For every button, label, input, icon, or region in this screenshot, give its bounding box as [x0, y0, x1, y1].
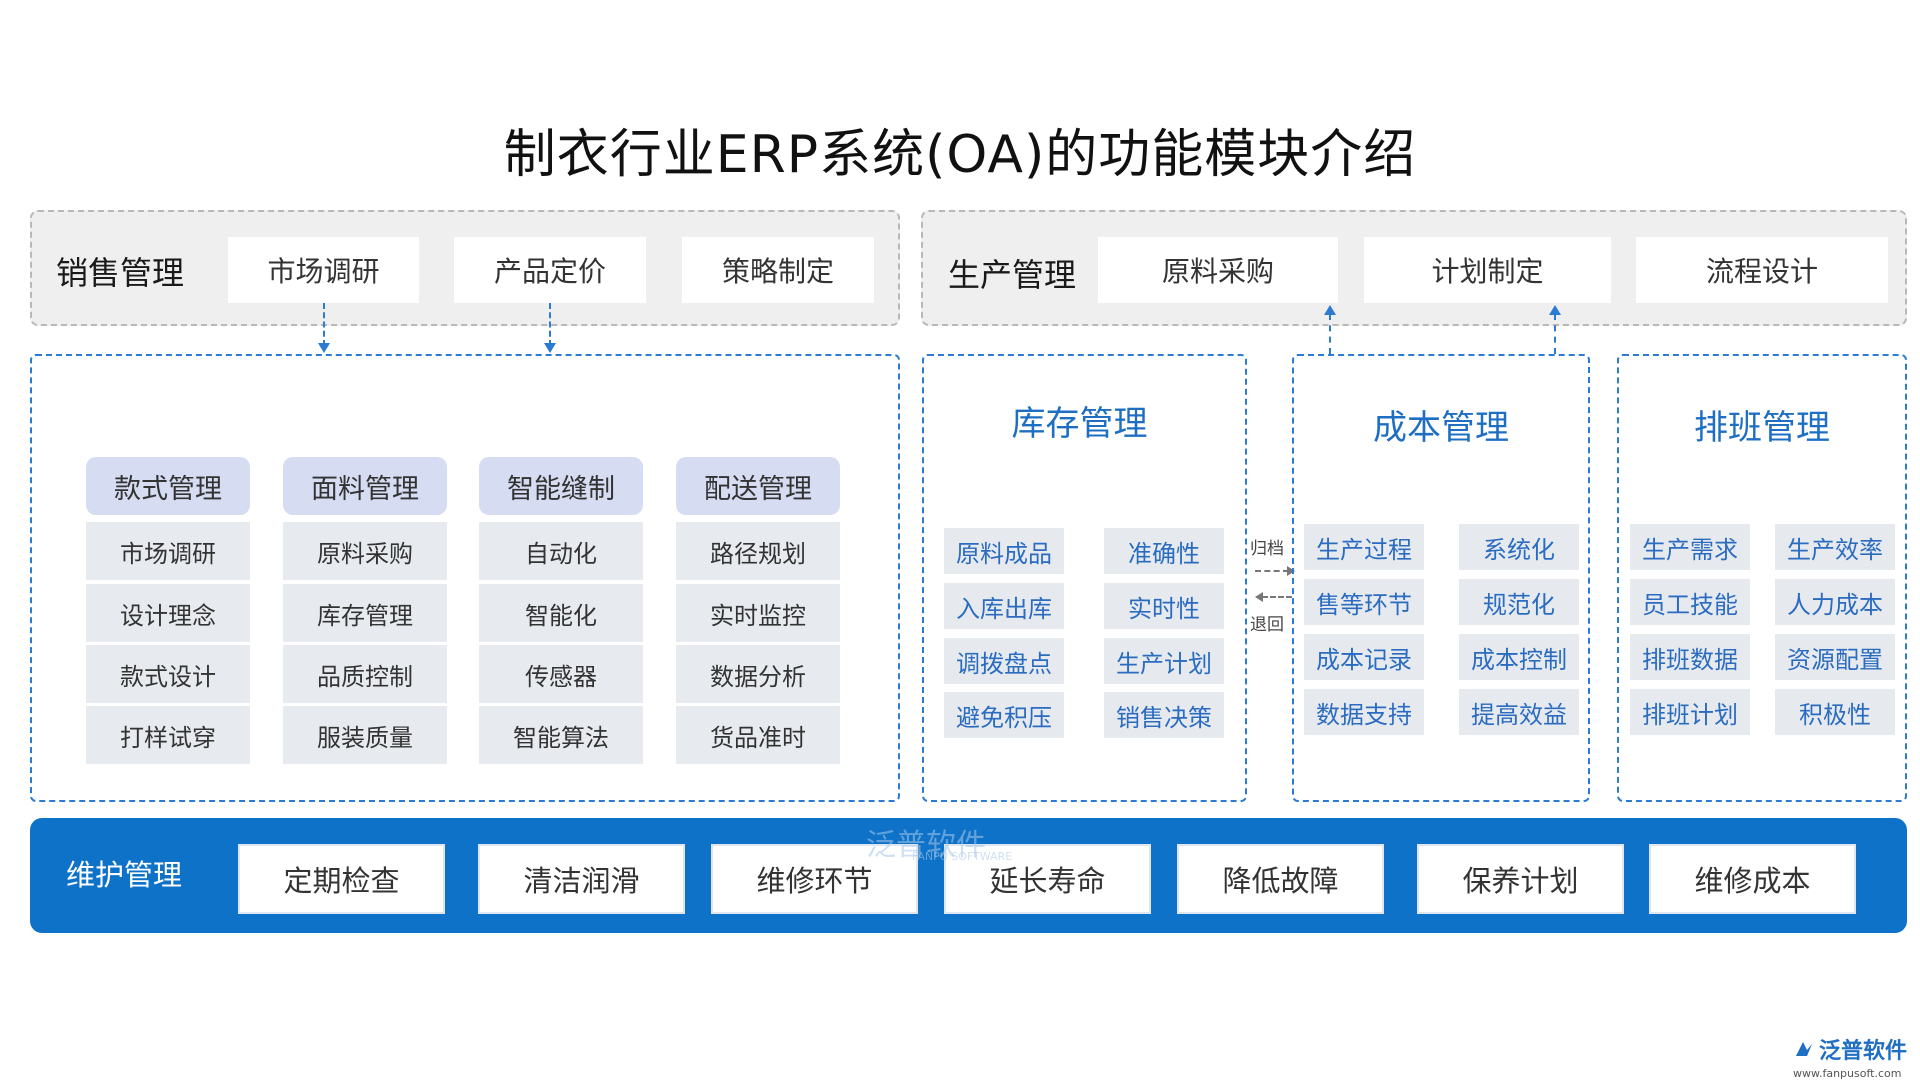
connector-line [1554, 314, 1556, 354]
arrow-up-icon [1324, 305, 1336, 315]
archive-label: 归档 [1250, 539, 1284, 559]
inventory-item[interactable]: 原料成品 [944, 528, 1064, 574]
connector-line [1329, 314, 1331, 354]
module-head-fabric[interactable]: 面料管理 [283, 457, 447, 515]
sales-item[interactable]: 策略制定 [682, 237, 874, 303]
production-item[interactable]: 原料采购 [1098, 237, 1338, 303]
maintenance-item[interactable]: 降低故障 [1177, 844, 1384, 914]
sales-item[interactable]: 市场调研 [228, 237, 419, 303]
inventory-item[interactable]: 避免积压 [944, 692, 1064, 738]
brand-logo: 泛普软件 www.fanpusoft.com [1793, 1033, 1917, 1080]
schedule-item[interactable]: 资源配置 [1775, 634, 1895, 680]
sales-item[interactable]: 产品定价 [454, 237, 646, 303]
module-item[interactable]: 数据分析 [676, 645, 840, 703]
cost-item[interactable]: 生产过程 [1304, 524, 1424, 570]
cost-item[interactable]: 售等环节 [1304, 579, 1424, 625]
schedule-panel [1617, 354, 1907, 802]
module-head-sewing[interactable]: 智能缝制 [479, 457, 643, 515]
inventory-item[interactable]: 入库出库 [944, 583, 1064, 629]
module-item[interactable]: 货品准时 [676, 706, 840, 764]
inventory-panel [922, 354, 1247, 802]
watermark-name: 泛普软件 [866, 828, 986, 863]
modules-container [30, 354, 900, 802]
inventory-item[interactable]: 生产计划 [1104, 638, 1224, 684]
maintenance-title: 维护管理 [66, 858, 183, 892]
module-item[interactable]: 品质控制 [283, 645, 447, 703]
arrow-down-icon [544, 343, 556, 353]
cost-item[interactable]: 系统化 [1459, 524, 1579, 570]
maintenance-item[interactable]: 定期检查 [238, 844, 445, 914]
cost-title: 成本管理 [1373, 408, 1509, 448]
inventory-item[interactable]: 实时性 [1104, 583, 1224, 629]
module-item[interactable]: 路径规划 [676, 522, 840, 580]
module-item[interactable]: 打样试穿 [86, 706, 250, 764]
page-title: 制衣行业ERP系统(OA)的功能模块介绍 [503, 125, 1417, 185]
module-head-delivery[interactable]: 配送管理 [676, 457, 840, 515]
inventory-item[interactable]: 准确性 [1104, 528, 1224, 574]
watermark-logo: 泛普软件 [866, 820, 986, 864]
maintenance-item[interactable]: 延长寿命 [944, 844, 1151, 914]
module-head-style[interactable]: 款式管理 [86, 457, 250, 515]
cost-item[interactable]: 数据支持 [1304, 689, 1424, 735]
schedule-title: 排班管理 [1694, 408, 1830, 448]
module-item[interactable]: 智能化 [479, 584, 643, 642]
brand-logo-icon [1793, 1038, 1815, 1060]
watermark-subtitle: FANPU SOFTWARE [912, 850, 1013, 863]
inventory-item[interactable]: 调拨盘点 [944, 638, 1064, 684]
arrow-up-icon [1549, 305, 1561, 315]
schedule-item[interactable]: 员工技能 [1630, 579, 1750, 625]
module-item[interactable]: 服装质量 [283, 706, 447, 764]
module-item[interactable]: 自动化 [479, 522, 643, 580]
sales-management-title: 销售管理 [56, 254, 185, 292]
module-item[interactable]: 设计理念 [86, 584, 250, 642]
maintenance-item[interactable]: 清洁润滑 [478, 844, 685, 914]
brand-logo-name: 泛普软件 [1819, 1039, 1908, 1064]
inventory-item[interactable]: 销售决策 [1104, 692, 1224, 738]
module-item[interactable]: 市场调研 [86, 522, 250, 580]
schedule-item[interactable]: 排班计划 [1630, 689, 1750, 735]
connector-line [549, 303, 551, 346]
module-item[interactable]: 智能算法 [479, 706, 643, 764]
arrow-left-head [1255, 592, 1263, 602]
schedule-item[interactable]: 生产需求 [1630, 524, 1750, 570]
module-item[interactable]: 款式设计 [86, 645, 250, 703]
module-item[interactable]: 传感器 [479, 645, 643, 703]
module-item[interactable]: 原料采购 [283, 522, 447, 580]
schedule-item[interactable]: 积极性 [1775, 689, 1895, 735]
maintenance-item[interactable]: 保养计划 [1417, 844, 1624, 914]
schedule-item[interactable]: 人力成本 [1775, 579, 1895, 625]
production-item[interactable]: 计划制定 [1364, 237, 1611, 303]
cost-item[interactable]: 成本记录 [1304, 634, 1424, 680]
arrow-right-head [1287, 566, 1295, 576]
schedule-item[interactable]: 生产效率 [1775, 524, 1895, 570]
cost-item[interactable]: 规范化 [1459, 579, 1579, 625]
connector-line [323, 303, 325, 346]
arrow-down-icon [318, 343, 330, 353]
maintenance-item[interactable]: 维修环节 [711, 844, 918, 914]
cost-item[interactable]: 成本控制 [1459, 634, 1579, 680]
inventory-title: 库存管理 [1011, 404, 1148, 444]
cost-item[interactable]: 提高效益 [1459, 689, 1579, 735]
production-management-title: 生产管理 [948, 256, 1077, 294]
schedule-item[interactable]: 排班数据 [1630, 634, 1750, 680]
cost-panel [1292, 354, 1590, 802]
module-item[interactable]: 实时监控 [676, 584, 840, 642]
arrow-right-icon [1255, 570, 1289, 572]
arrow-left-icon [1262, 596, 1292, 598]
return-label: 退回 [1250, 615, 1284, 635]
brand-logo-url: www.fanpusoft.com [1793, 1067, 1902, 1080]
maintenance-item[interactable]: 维修成本 [1649, 844, 1856, 914]
module-item[interactable]: 库存管理 [283, 584, 447, 642]
production-item[interactable]: 流程设计 [1636, 237, 1888, 303]
